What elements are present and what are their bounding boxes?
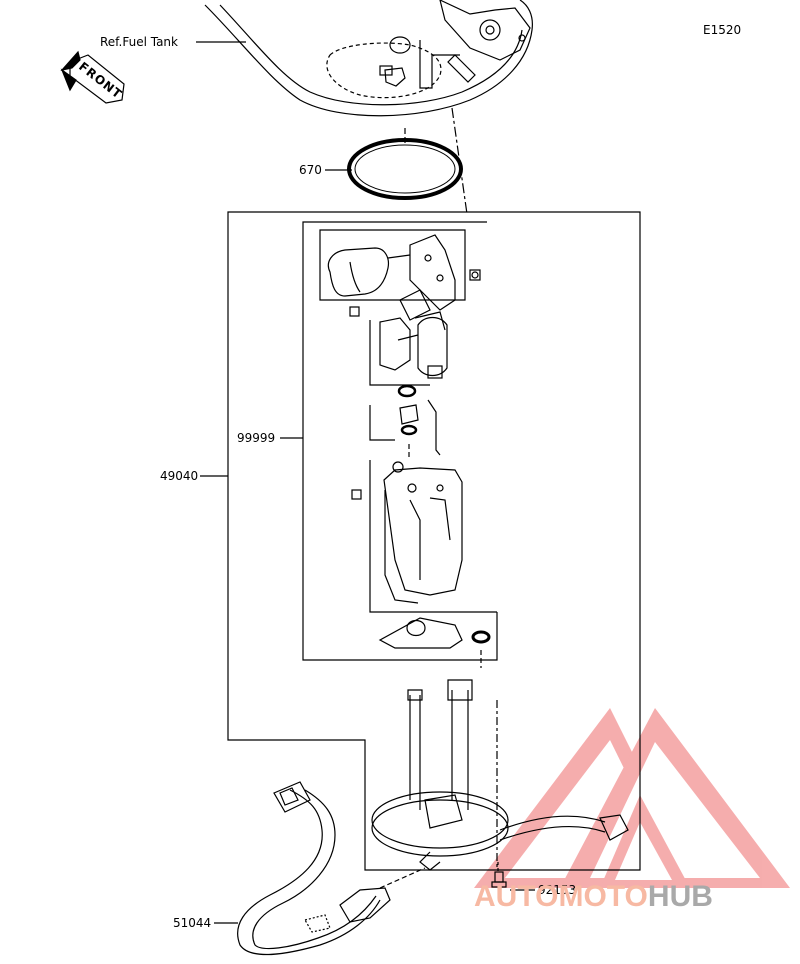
strainer-plate <box>378 617 463 649</box>
fuel-hose-51044 <box>237 781 391 955</box>
part-92153-label: 92153 <box>538 883 577 897</box>
watermark-text-moto: MOTO <box>558 880 648 913</box>
watermark-text-hub: HUB <box>647 880 713 913</box>
bolt-92153 <box>491 862 507 888</box>
fuel-pump-body <box>351 461 463 604</box>
diagram-code: E1520 <box>703 23 742 37</box>
part-49040-label: 49040 <box>160 469 199 483</box>
watermark-logo <box>474 708 790 888</box>
part-670-label: 670 <box>299 163 322 177</box>
watermark-text: AUTOMOTOHUB <box>474 880 713 914</box>
front-arrow-icon <box>60 50 125 104</box>
part-99999-label: 99999 <box>237 431 276 445</box>
o-ring-670 <box>347 138 463 200</box>
pump-flange <box>371 679 509 871</box>
fuel-pump-upper <box>349 306 448 379</box>
bracket-49040 <box>227 211 641 871</box>
fuel-tank-outline <box>204 0 533 117</box>
bracket-99999 <box>302 221 498 661</box>
watermark-text-auto: AUTO <box>474 880 559 913</box>
fuel-filter <box>327 247 411 297</box>
ref-fuel-tank-label: Ref.Fuel Tank <box>100 35 178 49</box>
part-51044-label: 51044 <box>173 916 212 930</box>
